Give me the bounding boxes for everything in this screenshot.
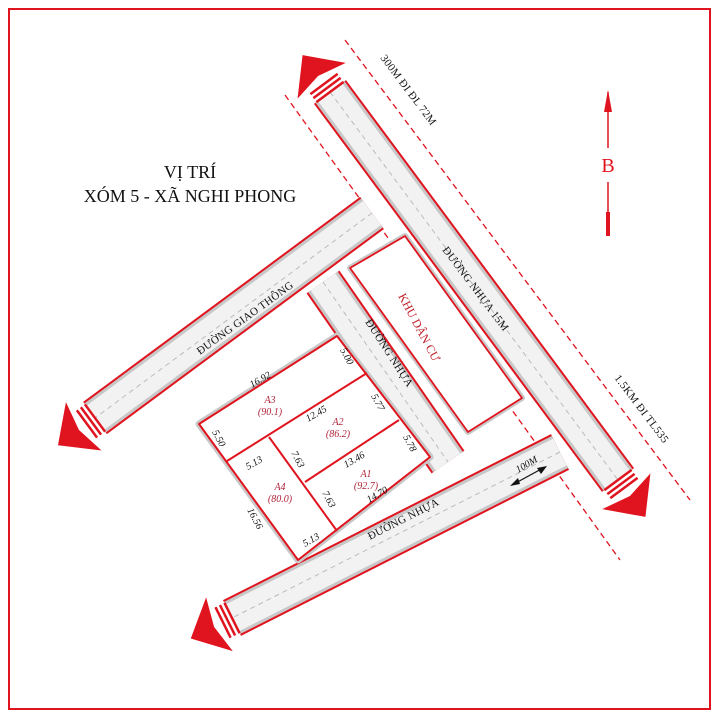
arrow-icon: [297, 55, 346, 104]
lot-divider: [226, 372, 368, 462]
arrow-icon: [602, 468, 651, 517]
north-label: B: [601, 155, 614, 177]
lot-a2-area: (86.2): [326, 429, 351, 440]
lot-divider: [304, 419, 400, 483]
road-end-arrows: [57, 55, 651, 652]
lot-divider: [268, 436, 338, 532]
north-arrow-icon: B: [601, 90, 615, 236]
dashed-boundary-line: [284, 94, 621, 561]
arrow-icon: [190, 597, 241, 652]
lot-a1-area: (92.7): [354, 481, 379, 492]
road-centerlines: [94, 91, 619, 619]
lot-a3-area: (90.1): [258, 407, 283, 418]
arrow-icon: [57, 402, 107, 451]
lots: [195, 332, 434, 564]
lot-a4-area: (80.0): [268, 494, 293, 505]
lot-boundary: [198, 335, 431, 561]
lot-a4-name: A4: [273, 482, 285, 493]
dashed-boundary-line: [344, 39, 691, 501]
label-to-north: 300M ĐI ĐL 72M: [378, 53, 439, 128]
title-line1: VỊ TRÍ: [164, 161, 216, 182]
frame-border: [8, 8, 711, 710]
lot-a1-name: A1: [359, 469, 371, 480]
lot-a2-name: A2: [331, 417, 343, 428]
lot-a3-name: A3: [263, 395, 275, 406]
title-line2: XÓM 5 - XÃ NGHI PHONG: [84, 185, 297, 206]
lot-labels: A3 (90.1) A2 (86.2) A4 (80.0) A1 (92.7): [258, 395, 379, 505]
residential-block: [349, 235, 523, 433]
